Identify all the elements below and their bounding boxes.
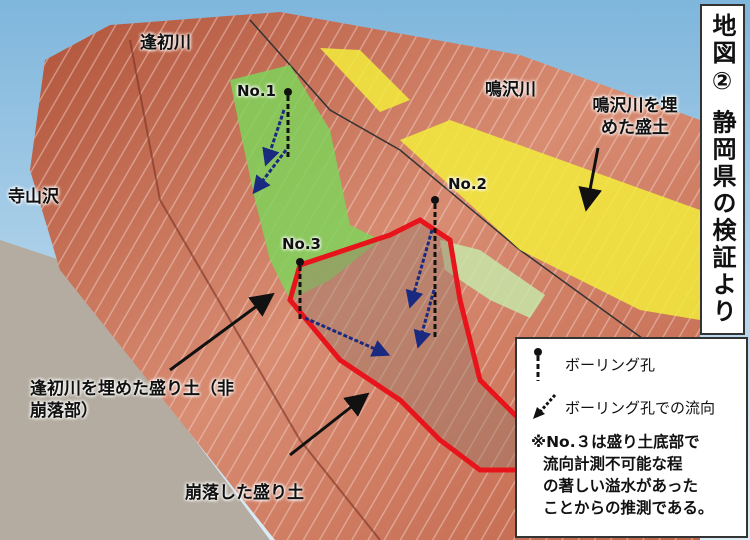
label-no1: No.1 [237,82,276,100]
borehole-no3 [296,258,391,357]
label-river-aisome: 逢初川 [140,33,191,53]
fill-noncollapsed-area [230,65,380,300]
legend-flow-direction: ボーリング孔での流向 [531,393,715,421]
legend-boring-hole: ボーリング孔 [531,347,655,381]
legend-note: ※No.３は盛り土底部で 流向計測不可能な程 の著しい溢水があった ことからの推… [531,431,743,519]
arrow-collapsed [289,392,370,457]
note-line: ※No.３は盛り土底部で [531,433,700,451]
note-line: 流向計測不可能な程 [543,455,683,473]
legend-flow-direction-label: ボーリング孔での流向 [565,398,716,417]
map-title: 地図② 静岡県の検証より [700,4,745,335]
label-no2: No.2 [448,175,487,193]
legend: ボーリング孔 ボーリング孔での流向 ※No.３は盛り土底部で 流向計測不可能な程… [515,337,748,538]
ground-plane [0,240,270,540]
fill-narusawa-area [400,120,700,320]
label-fill-noncollapsed: 逢初川を埋めた盛り土（非崩落部） [30,379,234,421]
label-river-terayama: 寺山沢 [8,187,59,207]
label-no3: No.3 [282,235,321,253]
borehole-no1 [252,88,292,195]
label-fill-collapsed: 崩落した盛り土 [185,483,304,503]
label-fill-narusawa: 鳴沢川を埋めた盛土 [592,96,678,138]
fill-green-small [440,240,545,318]
legend-boring-hole-label: ボーリング孔 [565,355,656,374]
borehole-icon [534,348,542,381]
arrow-noncollapsed [169,292,275,372]
borehole-no2 [405,196,439,349]
flow-arrow-icon [533,394,557,419]
fill-yellow-upper [320,48,410,112]
arrow-narusawa [578,147,603,212]
label-river-narusawa: 鳴沢川 [485,80,536,100]
note-line: の著しい溢水があった [543,477,699,495]
note-line: ことからの推測である。 [543,499,714,517]
